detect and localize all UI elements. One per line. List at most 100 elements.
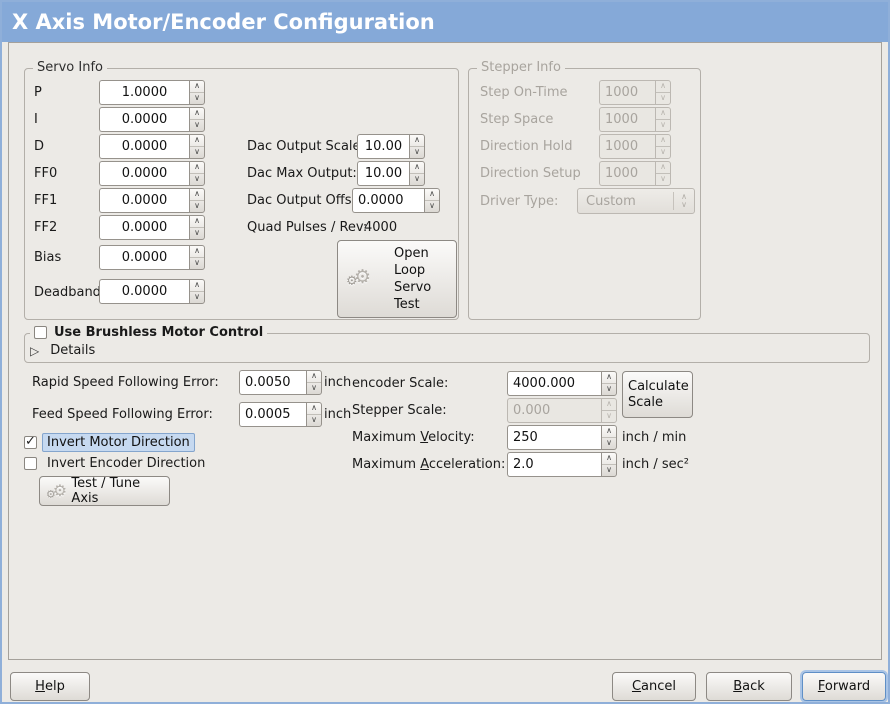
spinner-up-icon[interactable] [307, 403, 321, 414]
i-spinbox[interactable]: 0.0000 [99, 107, 205, 132]
invert-encoder-direction-row[interactable]: Invert Encoder Direction [24, 456, 205, 471]
forward-button[interactable]: Forward [802, 672, 886, 701]
maximum-velocity-input[interactable]: 250 [507, 425, 601, 450]
d-input[interactable]: 0.0000 [99, 134, 189, 159]
feed-following-error-input[interactable]: 0.0005 [239, 402, 306, 427]
spinner-down-icon [656, 92, 670, 104]
rapid-following-error-spinbox[interactable]: 0.0050 [239, 370, 322, 395]
spinner-up-icon[interactable] [425, 189, 439, 200]
maximum-velocity-spinner[interactable] [601, 425, 617, 450]
spinner-down-icon[interactable] [410, 146, 424, 158]
spinner-down-icon[interactable] [307, 382, 321, 394]
dac-output-scale-spinbox[interactable]: 10.00 [357, 134, 425, 159]
spinner-up-icon[interactable] [190, 81, 204, 92]
ff2-spinner[interactable] [189, 215, 205, 240]
spinner-down-icon[interactable] [190, 119, 204, 131]
spinner-down-icon[interactable] [602, 383, 616, 395]
ff1-spinbox[interactable]: 0.0000 [99, 188, 205, 213]
help-button[interactable]: Help [10, 672, 90, 701]
expander-triangle-icon[interactable] [30, 344, 39, 358]
encoder-scale-spinbox[interactable]: 4000.000 [507, 371, 617, 396]
stepper-scale-input: 0.000 [507, 398, 601, 423]
p-spinbox[interactable]: 1.0000 [99, 80, 205, 105]
dac-output-offset-input[interactable]: 0.0000 [352, 188, 424, 213]
spinner-down-icon[interactable] [425, 200, 439, 212]
invert-motor-direction-row[interactable]: Invert Motor Direction [24, 433, 195, 452]
spinner-up-icon[interactable] [190, 135, 204, 146]
spinner-down-icon[interactable] [602, 464, 616, 476]
direction-hold-spinner [655, 134, 671, 159]
spinner-down-icon[interactable] [410, 173, 424, 185]
maximum-acceleration-spinner[interactable] [601, 452, 617, 477]
feed-following-error-spinbox[interactable]: 0.0005 [239, 402, 322, 427]
bias-spinner[interactable] [189, 245, 205, 270]
spinner-down-icon[interactable] [190, 257, 204, 269]
spinner-down-icon[interactable] [190, 92, 204, 104]
invert-motor-direction-checkbox[interactable] [24, 434, 37, 449]
test-tune-axis-button[interactable]: Test / Tune Axis [39, 476, 170, 506]
calculate-scale-button[interactable]: Calculate Scale [622, 371, 693, 418]
d-spinbox[interactable]: 0.0000 [99, 134, 205, 159]
ff2-spinbox[interactable]: 0.0000 [99, 215, 205, 240]
i-input[interactable]: 0.0000 [99, 107, 189, 132]
direction-setup-input: 1000 [599, 161, 655, 186]
deadband-input[interactable]: 0.0000 [99, 279, 189, 304]
calculate-scale-label: Calculate Scale [628, 378, 689, 410]
bias-input[interactable]: 0.0000 [99, 245, 189, 270]
spinner-down-icon[interactable] [190, 200, 204, 212]
deadband-spinner[interactable] [189, 279, 205, 304]
encoder-scale-spinner[interactable] [601, 371, 617, 396]
spinner-down-icon[interactable] [190, 291, 204, 303]
ff0-spinner[interactable] [189, 161, 205, 186]
spinner-up-icon[interactable] [602, 372, 616, 383]
maximum-acceleration-input[interactable]: 2.0 [507, 452, 601, 477]
maximum-velocity-spinbox[interactable]: 250 [507, 425, 617, 450]
spinner-up-icon[interactable] [307, 371, 321, 382]
use-brushless-checkbox[interactable] [34, 326, 47, 339]
dac-max-output-spinbox[interactable]: 10.00 [357, 161, 425, 186]
dac-output-scale-spinner[interactable] [409, 134, 425, 159]
encoder-scale-input[interactable]: 4000.000 [507, 371, 601, 396]
spinner-down-icon[interactable] [602, 437, 616, 449]
ff0-spinbox[interactable]: 0.0000 [99, 161, 205, 186]
bias-spinbox[interactable]: 0.0000 [99, 245, 205, 270]
spinner-up-icon[interactable] [190, 246, 204, 257]
spinner-down-icon[interactable] [190, 173, 204, 185]
use-brushless-checkbox-row[interactable]: Use Brushless Motor Control [30, 325, 268, 340]
spinner-up-icon[interactable] [410, 162, 424, 173]
ff1-spinner[interactable] [189, 188, 205, 213]
rapid-following-error-input[interactable]: 0.0050 [239, 370, 306, 395]
spinner-up-icon[interactable] [190, 162, 204, 173]
spinner-up-icon[interactable] [602, 426, 616, 437]
p-spinner[interactable] [189, 80, 205, 105]
maximum-acceleration-spinbox[interactable]: 2.0 [507, 452, 617, 477]
ff1-input[interactable]: 0.0000 [99, 188, 189, 213]
ff2-input[interactable]: 0.0000 [99, 215, 189, 240]
spinner-down-icon[interactable] [190, 146, 204, 158]
spinner-up-icon[interactable] [602, 453, 616, 464]
spinner-up-icon[interactable] [410, 135, 424, 146]
spinner-up-icon[interactable] [190, 189, 204, 200]
rapid-following-error-spinner[interactable] [306, 370, 322, 395]
dac-output-scale-input[interactable]: 10.00 [357, 134, 409, 159]
spinner-down-icon[interactable] [307, 414, 321, 426]
dac-output-offset-spinner[interactable] [424, 188, 440, 213]
spinner-up-icon[interactable] [190, 280, 204, 291]
cancel-button[interactable]: Cancel [612, 672, 696, 701]
details-expander[interactable]: Details [30, 343, 95, 358]
i-spinner[interactable] [189, 107, 205, 132]
feed-following-error-spinner[interactable] [306, 402, 322, 427]
d-spinner[interactable] [189, 134, 205, 159]
open-loop-servo-test-button[interactable]: Open Loop Servo Test [337, 240, 457, 318]
dac-max-output-input[interactable]: 10.00 [357, 161, 409, 186]
dac-output-offset-spinbox[interactable]: 0.0000 [352, 188, 440, 213]
spinner-up-icon[interactable] [190, 108, 204, 119]
spinner-down-icon[interactable] [190, 227, 204, 239]
p-input[interactable]: 1.0000 [99, 80, 189, 105]
back-button[interactable]: Back [706, 672, 792, 701]
spinner-up-icon[interactable] [190, 216, 204, 227]
ff0-input[interactable]: 0.0000 [99, 161, 189, 186]
invert-encoder-direction-checkbox[interactable] [24, 457, 37, 470]
dac-max-output-spinner[interactable] [409, 161, 425, 186]
deadband-spinbox[interactable]: 0.0000 [99, 279, 205, 304]
